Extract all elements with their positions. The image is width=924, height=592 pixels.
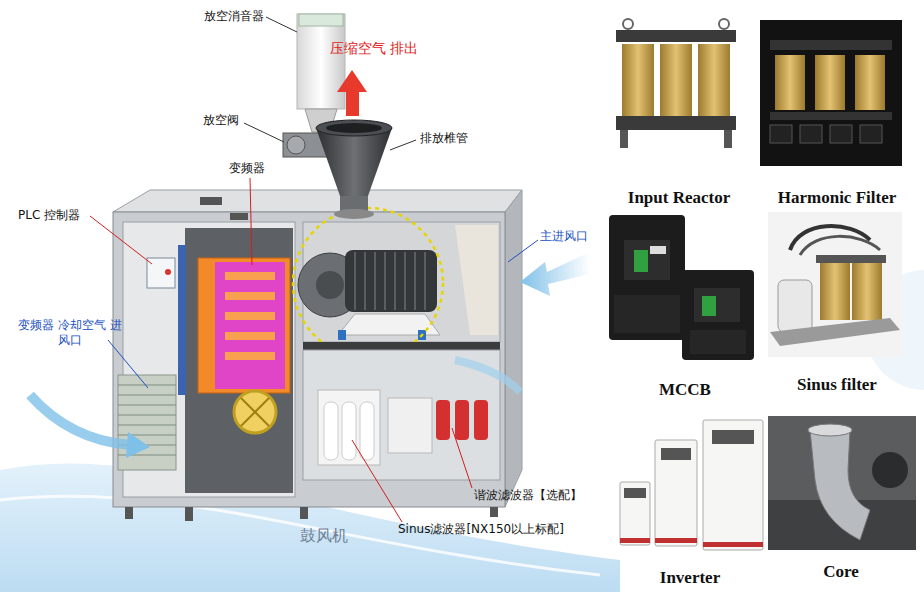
watermark-label: 鼓风机 [300,526,348,546]
photo-panel: Sinus filter [760,205,914,395]
callout-label: 主进风口 [540,229,588,244]
photo-caption: Inverter [660,568,720,588]
callout-label: Sinus滤波器[NX150以上标配] [398,522,564,537]
photo-panel: Input Reactor [606,12,752,208]
photo-caption: Input Reactor [628,188,730,208]
photo-panel: Harmonic Filter [754,12,920,208]
callout-label: 谐波滤波器【选配】 [474,488,582,503]
callout-label: PLC 控制器 [18,208,80,223]
photo-caption: Sinus filter [797,375,877,395]
callout-label: 放空消音器 [204,9,264,24]
callout-label: 变频器 [229,161,265,176]
photo-panel: Inverter [610,412,770,588]
photo-panel: Core [766,410,916,582]
photo-caption: Core [823,562,859,582]
photo-caption: Harmonic Filter [778,188,897,208]
callout-label: 变频器 冷却空气 进风口 [18,318,122,348]
callout-label: 压缩空气 排出 [330,40,418,58]
callout-label: 放空阀 [203,113,239,128]
photo-panel: MCCB [605,210,765,400]
callout-label: 排放椎管 [420,131,468,146]
photo-caption: MCCB [659,380,711,400]
